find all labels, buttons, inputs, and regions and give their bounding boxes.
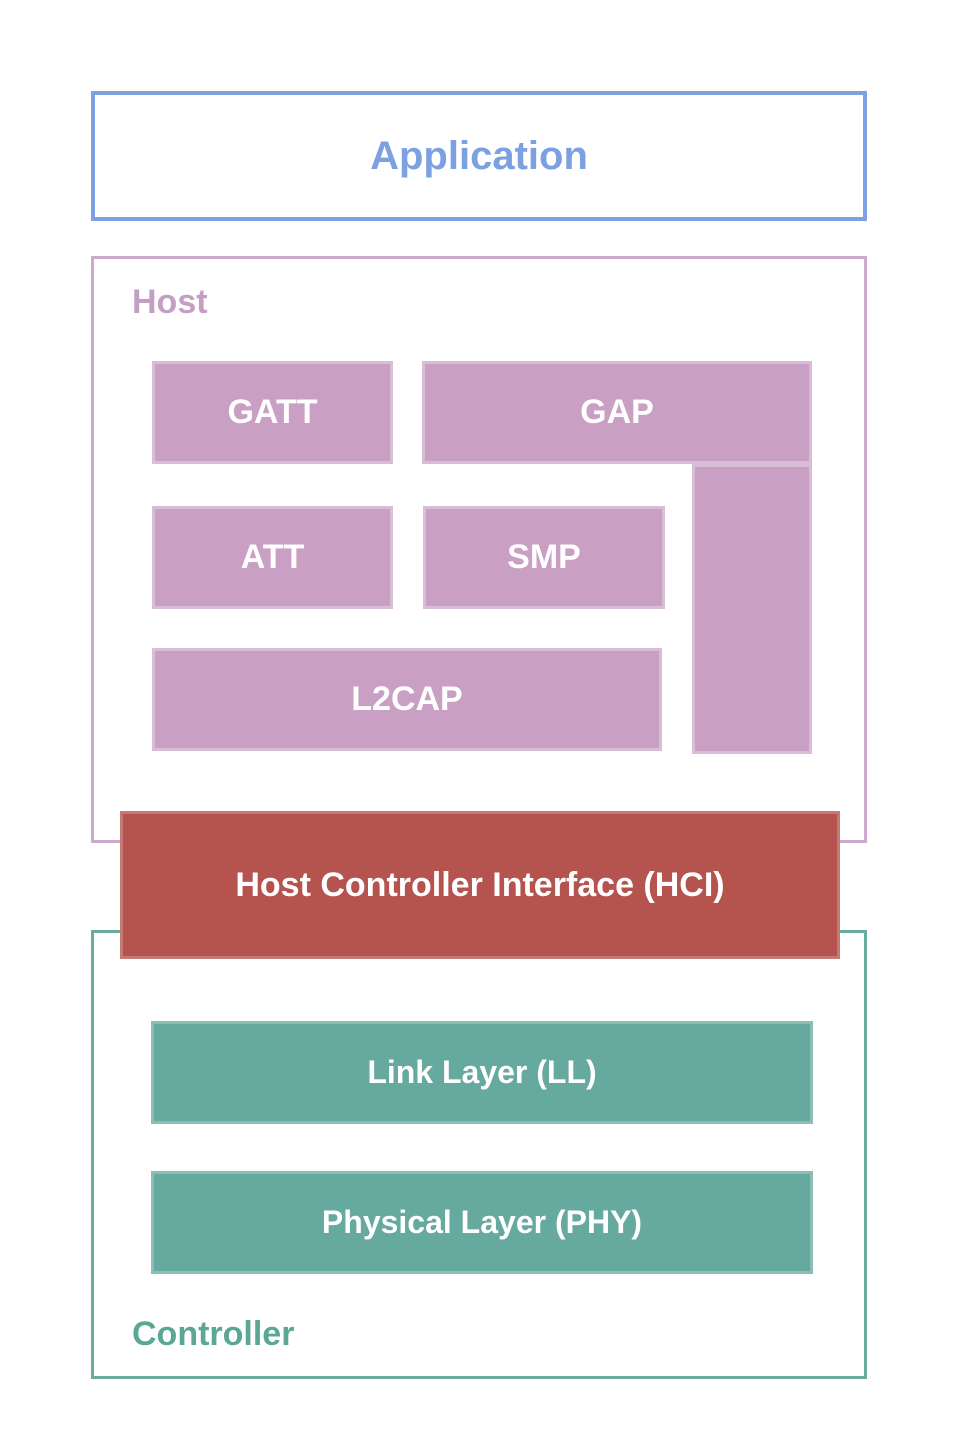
gap-label: GAP: [580, 393, 654, 431]
gatt-block: GATT: [152, 361, 393, 464]
physical-layer-block: Physical Layer (PHY): [151, 1171, 813, 1274]
controller-layer-box: Link Layer (LL) Physical Layer (PHY) Con…: [91, 930, 867, 1379]
l2cap-label: L2CAP: [351, 680, 463, 718]
link-layer-label: Link Layer (LL): [367, 1054, 597, 1090]
host-label: Host: [132, 283, 208, 321]
link-layer-block: Link Layer (LL): [151, 1021, 813, 1124]
gap-block-right-arm: [692, 464, 812, 754]
smp-label: SMP: [507, 538, 581, 576]
att-label: ATT: [240, 538, 305, 576]
application-label: Application: [370, 133, 588, 178]
hci-block: Host Controller Interface (HCI): [120, 811, 840, 959]
physical-layer-label: Physical Layer (PHY): [321, 1204, 643, 1240]
gatt-label: GATT: [227, 393, 318, 431]
hci-label: Host Controller Interface (HCI): [235, 865, 725, 904]
controller-label: Controller: [132, 1315, 295, 1353]
host-layer-box: Host GATT GAP ATT SMP L2CAP: [91, 256, 867, 843]
gap-block: GAP: [422, 361, 812, 464]
application-layer-box: Application: [91, 91, 867, 221]
att-block: ATT: [152, 506, 393, 609]
l2cap-block: L2CAP: [152, 648, 662, 751]
smp-block: SMP: [423, 506, 665, 609]
